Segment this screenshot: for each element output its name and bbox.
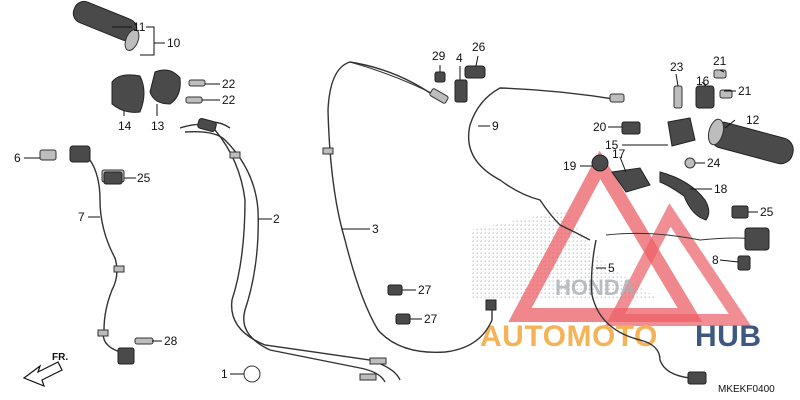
callout-21-lower: 21	[738, 84, 752, 98]
throttle-housing-upper	[111, 74, 145, 113]
harness-5	[590, 239, 691, 379]
callout-5: 5	[608, 261, 615, 275]
clamp-27-upper	[387, 284, 403, 296]
callout-3: 3	[372, 222, 379, 236]
diagram-code: MKEKF0400	[718, 384, 775, 395]
callout-1: 1	[221, 367, 228, 381]
callout-28: 28	[164, 334, 178, 348]
callout-17: 17	[612, 147, 626, 161]
callout-labels: 11 10 14 13 22 22 6 7 25 2 3 27 27 28 1 …	[14, 20, 774, 381]
watermark-text-left: AUTOMOTO	[480, 320, 658, 353]
clip-8	[737, 255, 751, 271]
callout-29: 29	[432, 49, 446, 63]
callout-20: 20	[593, 120, 607, 134]
throttle-cables	[179, 118, 401, 383]
front-label: FR.	[52, 352, 68, 363]
part-26	[464, 65, 486, 79]
harness-9	[468, 87, 621, 241]
watermark-brand-word: HONDA	[555, 275, 636, 300]
left-grip	[72, 0, 140, 51]
watermark-triangle-small	[605, 203, 752, 326]
callout-6: 6	[14, 151, 21, 165]
right-grip	[707, 118, 794, 165]
callout-7: 7	[78, 210, 85, 224]
callout-24: 24	[707, 156, 721, 170]
switch-15	[667, 117, 696, 147]
bracket-17	[611, 167, 651, 193]
part-4	[454, 79, 468, 103]
callout-2: 2	[273, 212, 280, 226]
callout-25-left: 25	[137, 171, 151, 185]
clamp-27-lower	[395, 313, 411, 325]
throttle-housing-lower	[149, 69, 181, 105]
screw-28	[134, 337, 154, 345]
callout-19: 19	[563, 159, 577, 173]
callout-26: 26	[472, 40, 486, 54]
bolt-29	[434, 71, 446, 83]
front-direction-marker: FR.	[22, 352, 68, 388]
screw-22-upper	[188, 79, 206, 87]
callout-15: 15	[605, 138, 619, 152]
part-20	[621, 121, 641, 135]
watermark-triangle-large	[508, 150, 703, 322]
clamp-25-right	[731, 205, 749, 219]
part-19	[591, 154, 609, 172]
part-16	[695, 85, 715, 109]
callout-21-upper: 21	[713, 54, 727, 68]
callout-14: 14	[118, 119, 132, 133]
clutch-cable	[322, 61, 497, 354]
callout-18: 18	[714, 182, 728, 196]
clip-1	[243, 365, 261, 383]
callout-8: 8	[712, 253, 719, 267]
callout-4: 4	[456, 51, 463, 65]
callout-16: 16	[696, 74, 710, 88]
leader-lines	[24, 26, 758, 375]
lever-18	[659, 171, 710, 221]
watermark: HONDA AUTOMOTO HUB	[470, 150, 762, 353]
bolt-21-lower	[719, 89, 733, 99]
watermark-text-right: HUB	[695, 320, 762, 353]
clamp-25-left	[103, 171, 123, 185]
callout-10: 10	[167, 36, 181, 50]
nut-24	[684, 157, 696, 169]
front-arrow-icon	[22, 361, 63, 388]
callout-27-upper: 27	[418, 283, 432, 297]
bolt-23	[673, 85, 683, 109]
callout-11: 11	[133, 20, 146, 34]
callout-23: 23	[670, 60, 684, 74]
callout-25-right: 25	[760, 205, 774, 219]
callout-9: 9	[492, 119, 499, 133]
screw-22-lower	[185, 96, 203, 104]
callout-12: 12	[746, 113, 760, 127]
callout-22-lower: 22	[222, 93, 236, 107]
parts	[39, 0, 794, 385]
callout-22-upper: 22	[222, 77, 236, 91]
callout-13: 13	[151, 119, 165, 133]
callout-27-lower: 27	[424, 312, 438, 326]
bolt-21-upper	[713, 69, 727, 79]
